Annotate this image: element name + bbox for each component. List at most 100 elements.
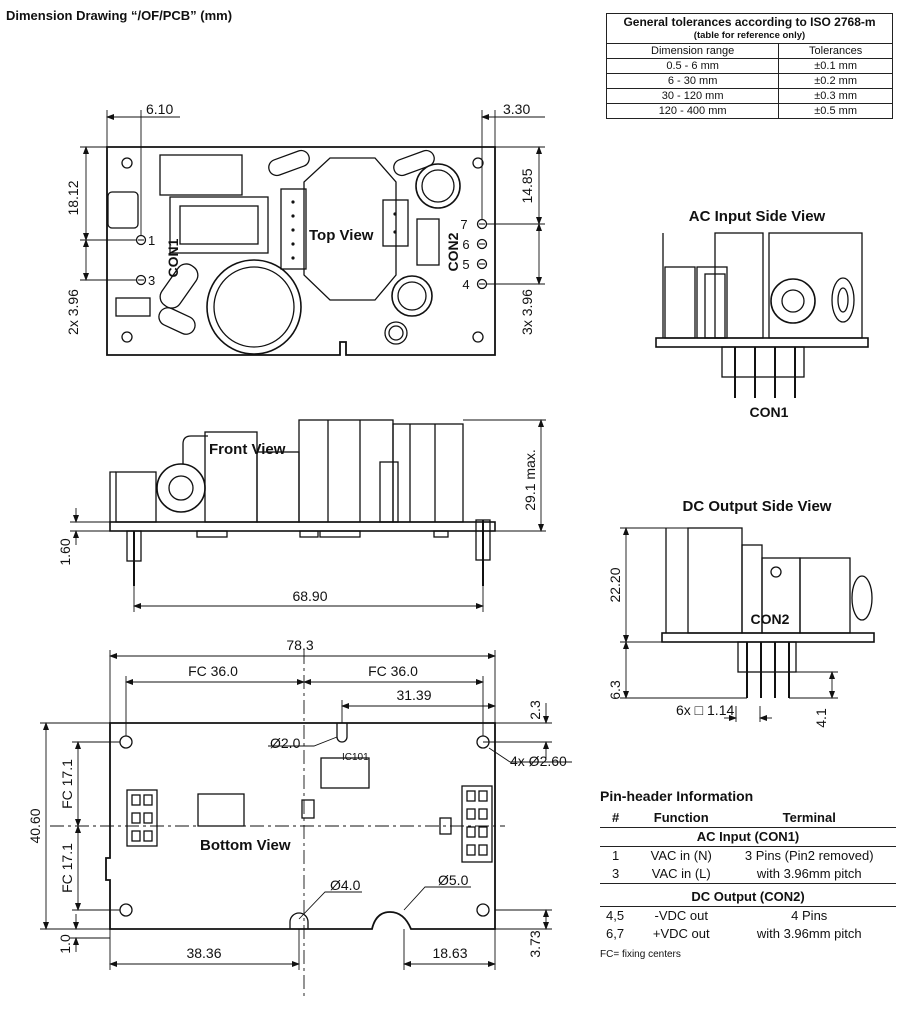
dim-label: FC 36.0 <box>188 663 238 679</box>
con1-header <box>721 346 805 378</box>
footnote: FC= fixing centers <box>600 949 681 960</box>
dim-label: 78.3 <box>286 637 313 653</box>
dc-output-side-view: DC Output Side View CON2 22.20 6.3 6x □ … <box>607 498 875 728</box>
view-title: Top View <box>309 227 374 244</box>
table-row: 3 VAC in (L) with 3.96mm pitch <box>600 865 896 884</box>
table-row: 6 - 30 mm±0.2 mm <box>605 73 893 89</box>
ac-input-side-view: AC Input Side View CON1 <box>655 208 869 420</box>
dim-label: 22.20 <box>607 567 623 602</box>
dim-label: 1.60 <box>57 538 73 565</box>
group-header: DC Output (CON2) <box>600 883 896 907</box>
dim-label: 31.39 <box>396 687 431 703</box>
pcb-outline <box>106 146 496 356</box>
mounting-hole <box>119 735 133 749</box>
component <box>268 149 310 177</box>
pin-function: VAC in (N) <box>650 848 712 863</box>
pin-number: 3 <box>612 866 620 881</box>
dim-label: 40.60 <box>27 808 43 843</box>
pin-number: 4,5 <box>606 908 625 923</box>
component <box>301 799 315 819</box>
capacitor <box>206 259 302 355</box>
page-title: Dimension Drawing “/OF/PCB” (mm) <box>6 8 233 23</box>
table-row: 30 - 120 mm±0.3 mm <box>605 88 893 104</box>
group-header: AC Input (CON1) <box>600 827 896 847</box>
mounting-hole <box>476 903 490 917</box>
ic101 <box>320 757 370 789</box>
component <box>158 307 196 335</box>
tolerance-table-subtitle: (table for reference only) <box>693 30 806 41</box>
pin-5 <box>476 258 488 270</box>
dim-label: Ø4.0 <box>330 877 361 893</box>
con1-header <box>126 789 158 847</box>
con1-header <box>179 205 259 245</box>
component <box>393 149 435 177</box>
pin-function: VAC in (L) <box>651 866 711 881</box>
pin-terminal: 4 Pins <box>791 908 828 923</box>
component <box>107 191 139 229</box>
con2-label: CON2 <box>751 611 790 627</box>
pin-label: 6 <box>462 237 469 252</box>
col-header: Terminal <box>722 808 896 828</box>
component <box>392 423 464 523</box>
ic-label: IC101 <box>342 752 369 763</box>
component <box>416 218 440 266</box>
con2-header <box>737 641 797 673</box>
pin-label: 4 <box>462 277 469 292</box>
dim-label: 4x Ø2.60 <box>510 753 567 769</box>
pin-number: 1 <box>612 848 620 863</box>
dim-label: Ø2.0 <box>270 735 301 751</box>
pin-number: 6,7 <box>606 926 625 941</box>
dim-label: 1.0 <box>57 934 73 954</box>
dimension-range: 120 - 400 mm <box>605 103 780 119</box>
pin-label: 1 <box>148 233 155 248</box>
dim-label: 3.30 <box>503 101 530 117</box>
dim-label: FC 17.1 <box>59 759 75 809</box>
top-view: 6.10 18.12 2x 3.96 3.30 14.85 3x 3.96 1 … <box>65 101 545 356</box>
component <box>439 817 452 835</box>
pcb <box>661 632 875 643</box>
view-title: Front View <box>209 441 286 458</box>
dim-label: 18.12 <box>65 180 81 215</box>
dim-label: 29.1 max. <box>522 449 538 510</box>
pin-function: +VDC out <box>652 926 710 941</box>
view-title: Bottom View <box>200 837 291 854</box>
connector <box>382 199 409 247</box>
table-row: 120 - 400 mm±0.5 mm <box>605 103 893 119</box>
group-label: DC Output (CON2) <box>600 883 896 907</box>
component <box>379 461 399 523</box>
tolerance-table: General tolerances according to ISO 2768… <box>605 13 893 119</box>
component <box>799 557 851 634</box>
capacitor <box>391 275 433 317</box>
notch <box>289 912 309 929</box>
pin-6 <box>476 238 488 250</box>
dim-label: Ø5.0 <box>438 872 469 888</box>
con1-label: CON1 <box>165 238 181 277</box>
group-label: AC Input (CON1) <box>600 827 896 847</box>
mounting-hole <box>121 157 133 169</box>
dim-label: 3.73 <box>527 930 543 957</box>
dim-label: 2.3 <box>527 700 543 720</box>
component <box>664 266 696 339</box>
pin-info-title: Pin-header Information <box>600 788 754 804</box>
pin-label: 7 <box>460 217 467 232</box>
bottom-view: 78.3 FC 36.0 FC 36.0 31.39 2.3 Ø2.0 4x Ø… <box>27 637 572 1000</box>
dim-label: FC 36.0 <box>368 663 418 679</box>
slot <box>336 723 348 743</box>
front-view: Front View 29.1 max. 1.60 68.90 <box>57 419 546 612</box>
toroid <box>770 278 816 324</box>
dim-label: 68.90 <box>292 588 327 604</box>
dim-label: 38.36 <box>186 945 221 961</box>
dim-label: 6x □ 1.14 <box>676 702 734 718</box>
toroid <box>156 463 206 513</box>
pin-terminal: with 3.96mm pitch <box>756 866 862 881</box>
mounting-hole <box>472 331 484 343</box>
pin-label: 3 <box>148 273 155 288</box>
pin-terminal: with 3.96mm pitch <box>756 926 862 941</box>
dim-label: 18.63 <box>432 945 467 961</box>
view-title: DC Output Side View <box>683 498 832 515</box>
capacitor <box>415 163 461 209</box>
component <box>696 266 728 339</box>
